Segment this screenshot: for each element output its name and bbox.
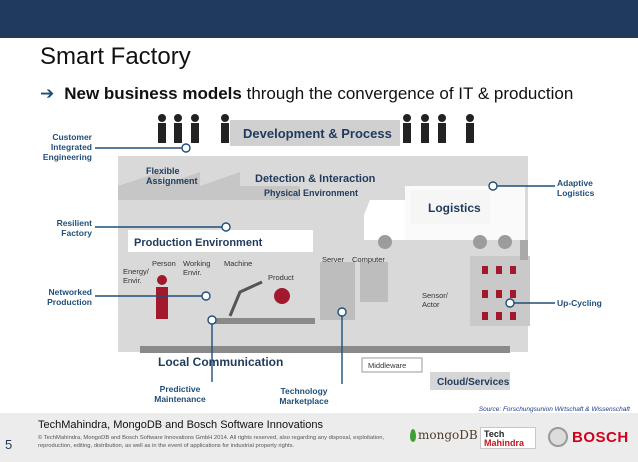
bosch-ring-icon: [548, 427, 568, 447]
truck-wheel: [378, 235, 392, 249]
logistics-label: Logistics: [428, 201, 481, 215]
truck-wheel: [473, 235, 487, 249]
techmahindra-logo: Tech Mahindra: [480, 427, 536, 449]
factory-chimney: [520, 240, 528, 260]
dev-process-label: Development & Process: [243, 126, 392, 141]
callout-resilient: Resilient Factory: [56, 218, 92, 238]
production-env-label: Production Environment: [134, 237, 263, 249]
production-band: [128, 230, 313, 252]
computer-label: Computer: [352, 255, 385, 264]
sensor-label: Sensor/: [422, 291, 449, 300]
server-label: Server: [322, 255, 345, 264]
server-block: [320, 262, 355, 320]
middleware-box: [361, 357, 423, 373]
cloud-box: [430, 372, 510, 390]
mongodb-logo: mongoDB: [410, 428, 478, 442]
slide-title: Smart Factory: [40, 43, 191, 70]
physical-label: Physical Environment: [264, 188, 358, 198]
callout-adaptive: Adaptive Logistics: [557, 178, 595, 198]
truck-cab: [364, 200, 405, 240]
network-bar: [140, 346, 510, 353]
energy-label: Energy/: [123, 267, 150, 276]
footer-title: TechMahindra, MongoDB and Bosch Software…: [38, 419, 323, 431]
truck-wheel: [498, 235, 512, 249]
assignment-label: Assignment: [146, 176, 198, 186]
callout-technology: Technology Marketplace: [279, 386, 329, 406]
local-comm-label: Local Communication: [158, 355, 283, 369]
truck-box: [405, 186, 525, 240]
bullet-bold: New business models: [64, 84, 242, 103]
actor-label: Actor: [422, 300, 440, 309]
flexible-label: Flexible: [146, 166, 180, 176]
arrow-right-icon: ➔: [40, 84, 55, 103]
cloud-label: Cloud/Services: [437, 377, 510, 388]
bullet-point: ➔ New business models through the converg…: [40, 84, 573, 104]
callout-customer: Customer Integrated Engineering: [42, 132, 92, 162]
callout-upcycling: Up-Cycling: [557, 298, 602, 308]
product-icon: [274, 288, 290, 304]
callout-lines: [95, 143, 555, 384]
factory-windows: [482, 266, 516, 320]
callout-networked: Networked Production: [47, 287, 92, 307]
working-label: Working: [183, 259, 210, 268]
callout-predictive: Predictive Maintenance: [154, 384, 206, 404]
machine-label: Machine: [224, 259, 252, 268]
working-envir-label: Envir.: [183, 268, 202, 277]
source-note: Source: Forschungsunion Wirtschaft & Wis…: [478, 406, 630, 413]
people-icons: [158, 114, 474, 143]
bosch-logo: BOSCH: [548, 427, 629, 447]
header-bar: [0, 0, 638, 38]
worker-icon: [156, 275, 168, 319]
bullet-text: through the convergence of IT & producti…: [241, 84, 574, 103]
person-label: Person: [152, 259, 176, 268]
footer-copyright: © TechMahindra, MongoDB and Bosch Softwa…: [38, 435, 385, 449]
mongodb-leaf-icon: [410, 428, 416, 442]
computer-block: [360, 262, 388, 302]
product-label: Product: [268, 273, 295, 282]
page-number: 5: [5, 437, 13, 452]
conveyor: [210, 318, 315, 324]
factory-roof: [118, 172, 300, 200]
middleware-label: Middleware: [368, 361, 406, 370]
machine-arm-icon: [228, 280, 263, 317]
detection-label: Detection & Interaction: [255, 173, 376, 185]
dev-process-band: [230, 120, 400, 146]
smart-factory-diagram: Development & Process Flexible Assignmen…: [95, 114, 555, 390]
envir-label: Envir.: [123, 276, 142, 285]
